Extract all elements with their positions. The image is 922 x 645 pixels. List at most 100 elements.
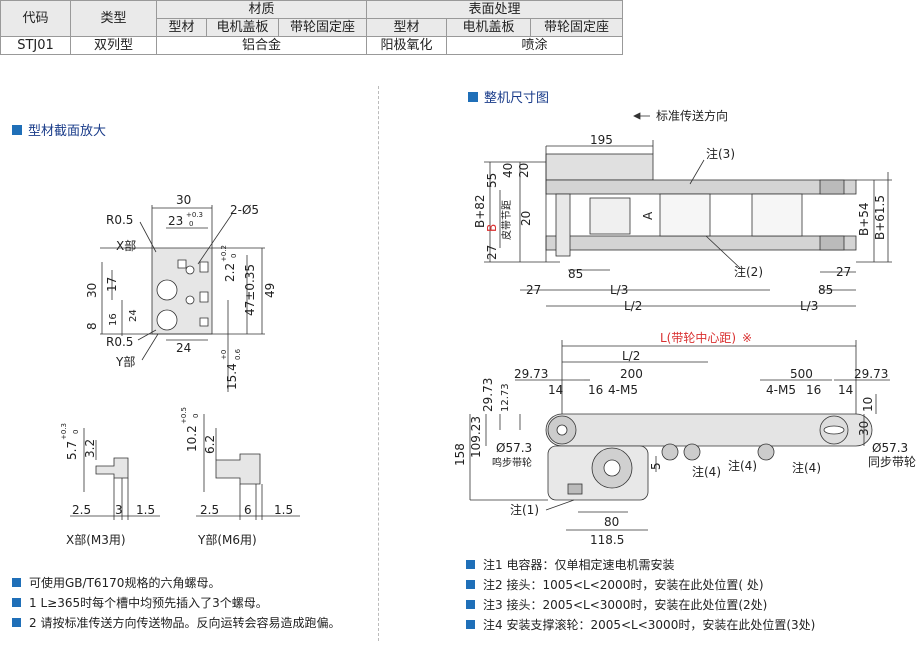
- note2-label: 注(2): [734, 264, 763, 279]
- th-cover: 电机盖板: [206, 18, 279, 37]
- bullet-square-icon: [466, 619, 475, 629]
- dim-2-2: 2.2: [223, 263, 237, 282]
- dim-b54: B+54: [857, 202, 871, 236]
- dim-17: 17: [105, 277, 119, 292]
- dim-b: B: [485, 224, 499, 232]
- dim-29-73b: 29.73: [854, 367, 888, 381]
- bullet-square-icon: [466, 599, 475, 609]
- belt-profile-side: [545, 413, 873, 447]
- dim-195: 195: [590, 133, 613, 147]
- th-code: 代码: [0, 0, 71, 37]
- bullet-square-icon: [12, 577, 21, 587]
- dim-85a: 85: [568, 267, 583, 281]
- dim-29-73v: 29.73: [481, 378, 495, 412]
- dim-x-1-5: 1.5: [136, 503, 155, 517]
- profile-hole: [156, 309, 178, 331]
- cell-surface-profile: 阳极氧化: [366, 36, 447, 55]
- bullet-square-icon: [12, 124, 22, 135]
- support-roller: [683, 443, 701, 461]
- note4c-label: 注(4): [792, 460, 821, 475]
- dim-16b: 16: [806, 383, 821, 397]
- dim-24v: 24: [128, 309, 139, 322]
- th-cover-2: 电机盖板: [446, 18, 531, 37]
- note4b-label: 注(4): [728, 458, 757, 473]
- motor-cover-top: [545, 153, 654, 181]
- l-pulley-label: L(带轮中心距): [660, 330, 736, 345]
- drive-pulley-label: 鸣步带轮: [492, 456, 532, 469]
- right-notes: 注1 电容器：仅单相定速电机需安装 注2 接头：1005<L<2000时，安装在…: [466, 554, 815, 634]
- machine-drawing: 标准传送方向 195 注(3) 55 40 20 B+82 B 皮带节距 A 2…: [453, 108, 916, 547]
- dim-phi57-3a: Ø57.3: [496, 441, 532, 455]
- left-note: 1 L≥365时每个槽中均预先插入了3个螺母。: [12, 592, 340, 612]
- dim-55: 55: [485, 173, 499, 188]
- section-divider: [378, 86, 379, 641]
- svg-text:0: 0: [192, 414, 200, 418]
- dim-2phi5: 2-Ø5: [230, 203, 259, 217]
- right-note: 注3 接头：2005<L<3000时，安装在此处位置(2处): [466, 594, 815, 614]
- dim-40: 40: [501, 163, 515, 178]
- dim-4m5a: 4-M5: [608, 383, 638, 397]
- dim-4m5b: 4-M5: [766, 383, 796, 397]
- dim-y-2-5: 2.5: [200, 503, 219, 517]
- dim-14b: 14: [838, 383, 853, 397]
- dim-b615: B+61.5: [873, 195, 887, 240]
- dim-49: 49: [263, 283, 277, 298]
- dim-phi57-3b: Ø57.3: [872, 441, 908, 455]
- dim-y-6: 6: [244, 503, 252, 517]
- dim-10: 10: [861, 397, 875, 412]
- dim-14a: 14: [548, 383, 563, 397]
- bullet-square-icon: [466, 559, 475, 569]
- note3-label: 注(3): [706, 146, 735, 161]
- dim-30v: 30: [85, 283, 99, 298]
- cell-surface-paint: 喷涂: [446, 36, 623, 55]
- label-y-part: Y部: [115, 354, 135, 369]
- dim-16a: 16: [588, 383, 603, 397]
- profile-hole: [156, 279, 178, 301]
- cell-code: STJ01: [0, 36, 71, 55]
- dim-l3a: L/3: [610, 283, 628, 297]
- label-x-part: X部: [116, 238, 136, 253]
- sync-pulley-label: 同步带轮: [868, 455, 916, 469]
- dim-27c: 27: [526, 283, 541, 297]
- dim-16: 16: [108, 313, 119, 326]
- dim-l2-side: L/2: [622, 349, 640, 363]
- cell-material: 铝合金: [156, 36, 367, 55]
- dim-85b: 85: [818, 283, 833, 297]
- dim-l3b: L/3: [800, 299, 818, 313]
- dim-47: 47±0.35: [243, 264, 257, 316]
- note4a-label: 注(4): [692, 464, 721, 479]
- bullet-square-icon: [466, 579, 475, 589]
- caption-x-part: X部(M3用): [66, 532, 126, 547]
- dim-r05-top: R0.5: [106, 213, 133, 227]
- right-note: 注4 安装支撑滚轮：2005<L<3000时，安装在此处位置(3处): [466, 614, 815, 634]
- svg-text:0.6: 0.6: [234, 348, 242, 360]
- right-note: 注2 接头：1005<L<2000时，安装在此处位置( 处): [466, 574, 815, 594]
- svg-text:+0.3: +0.3: [60, 423, 68, 440]
- dim-27: 27: [485, 245, 499, 260]
- dim-29-73a: 29.73: [514, 367, 548, 381]
- spec-table: 代码 类型 材质 表面处理 型材 电机盖板 带轮固定座 型材 电机盖板 带轮固定…: [0, 0, 623, 55]
- dim-20b: 20: [519, 211, 533, 226]
- dim-24h: 24: [176, 341, 191, 355]
- dim-20a: 20: [517, 163, 531, 178]
- left-note: 可使用GB/T6170规格的六角螺母。: [12, 572, 340, 592]
- dim-158: 158: [453, 443, 467, 466]
- dim-l2: L/2: [624, 299, 642, 313]
- dim-x-3: 3: [115, 503, 123, 517]
- th-material: 材质: [156, 0, 367, 19]
- dim-r05-bottom: R0.5: [106, 335, 133, 349]
- dim-x-2-5: 2.5: [72, 503, 91, 517]
- bullet-square-icon: [12, 617, 21, 627]
- dim-x-5-7: 5.7: [65, 441, 79, 460]
- th-profile: 型材: [156, 18, 207, 37]
- svg-text:+0.5: +0.5: [180, 407, 188, 424]
- th-surface: 表面处理: [366, 0, 623, 19]
- dim-23: 23: [168, 214, 183, 228]
- dim-belt-pitch: 皮带节距: [500, 200, 513, 240]
- dim-5: 5: [649, 462, 663, 470]
- svg-text:0: 0: [189, 220, 193, 228]
- svg-text:0: 0: [72, 430, 80, 434]
- svg-text:0: 0: [230, 254, 238, 258]
- support-roller: [661, 443, 679, 461]
- support-roller: [757, 443, 775, 461]
